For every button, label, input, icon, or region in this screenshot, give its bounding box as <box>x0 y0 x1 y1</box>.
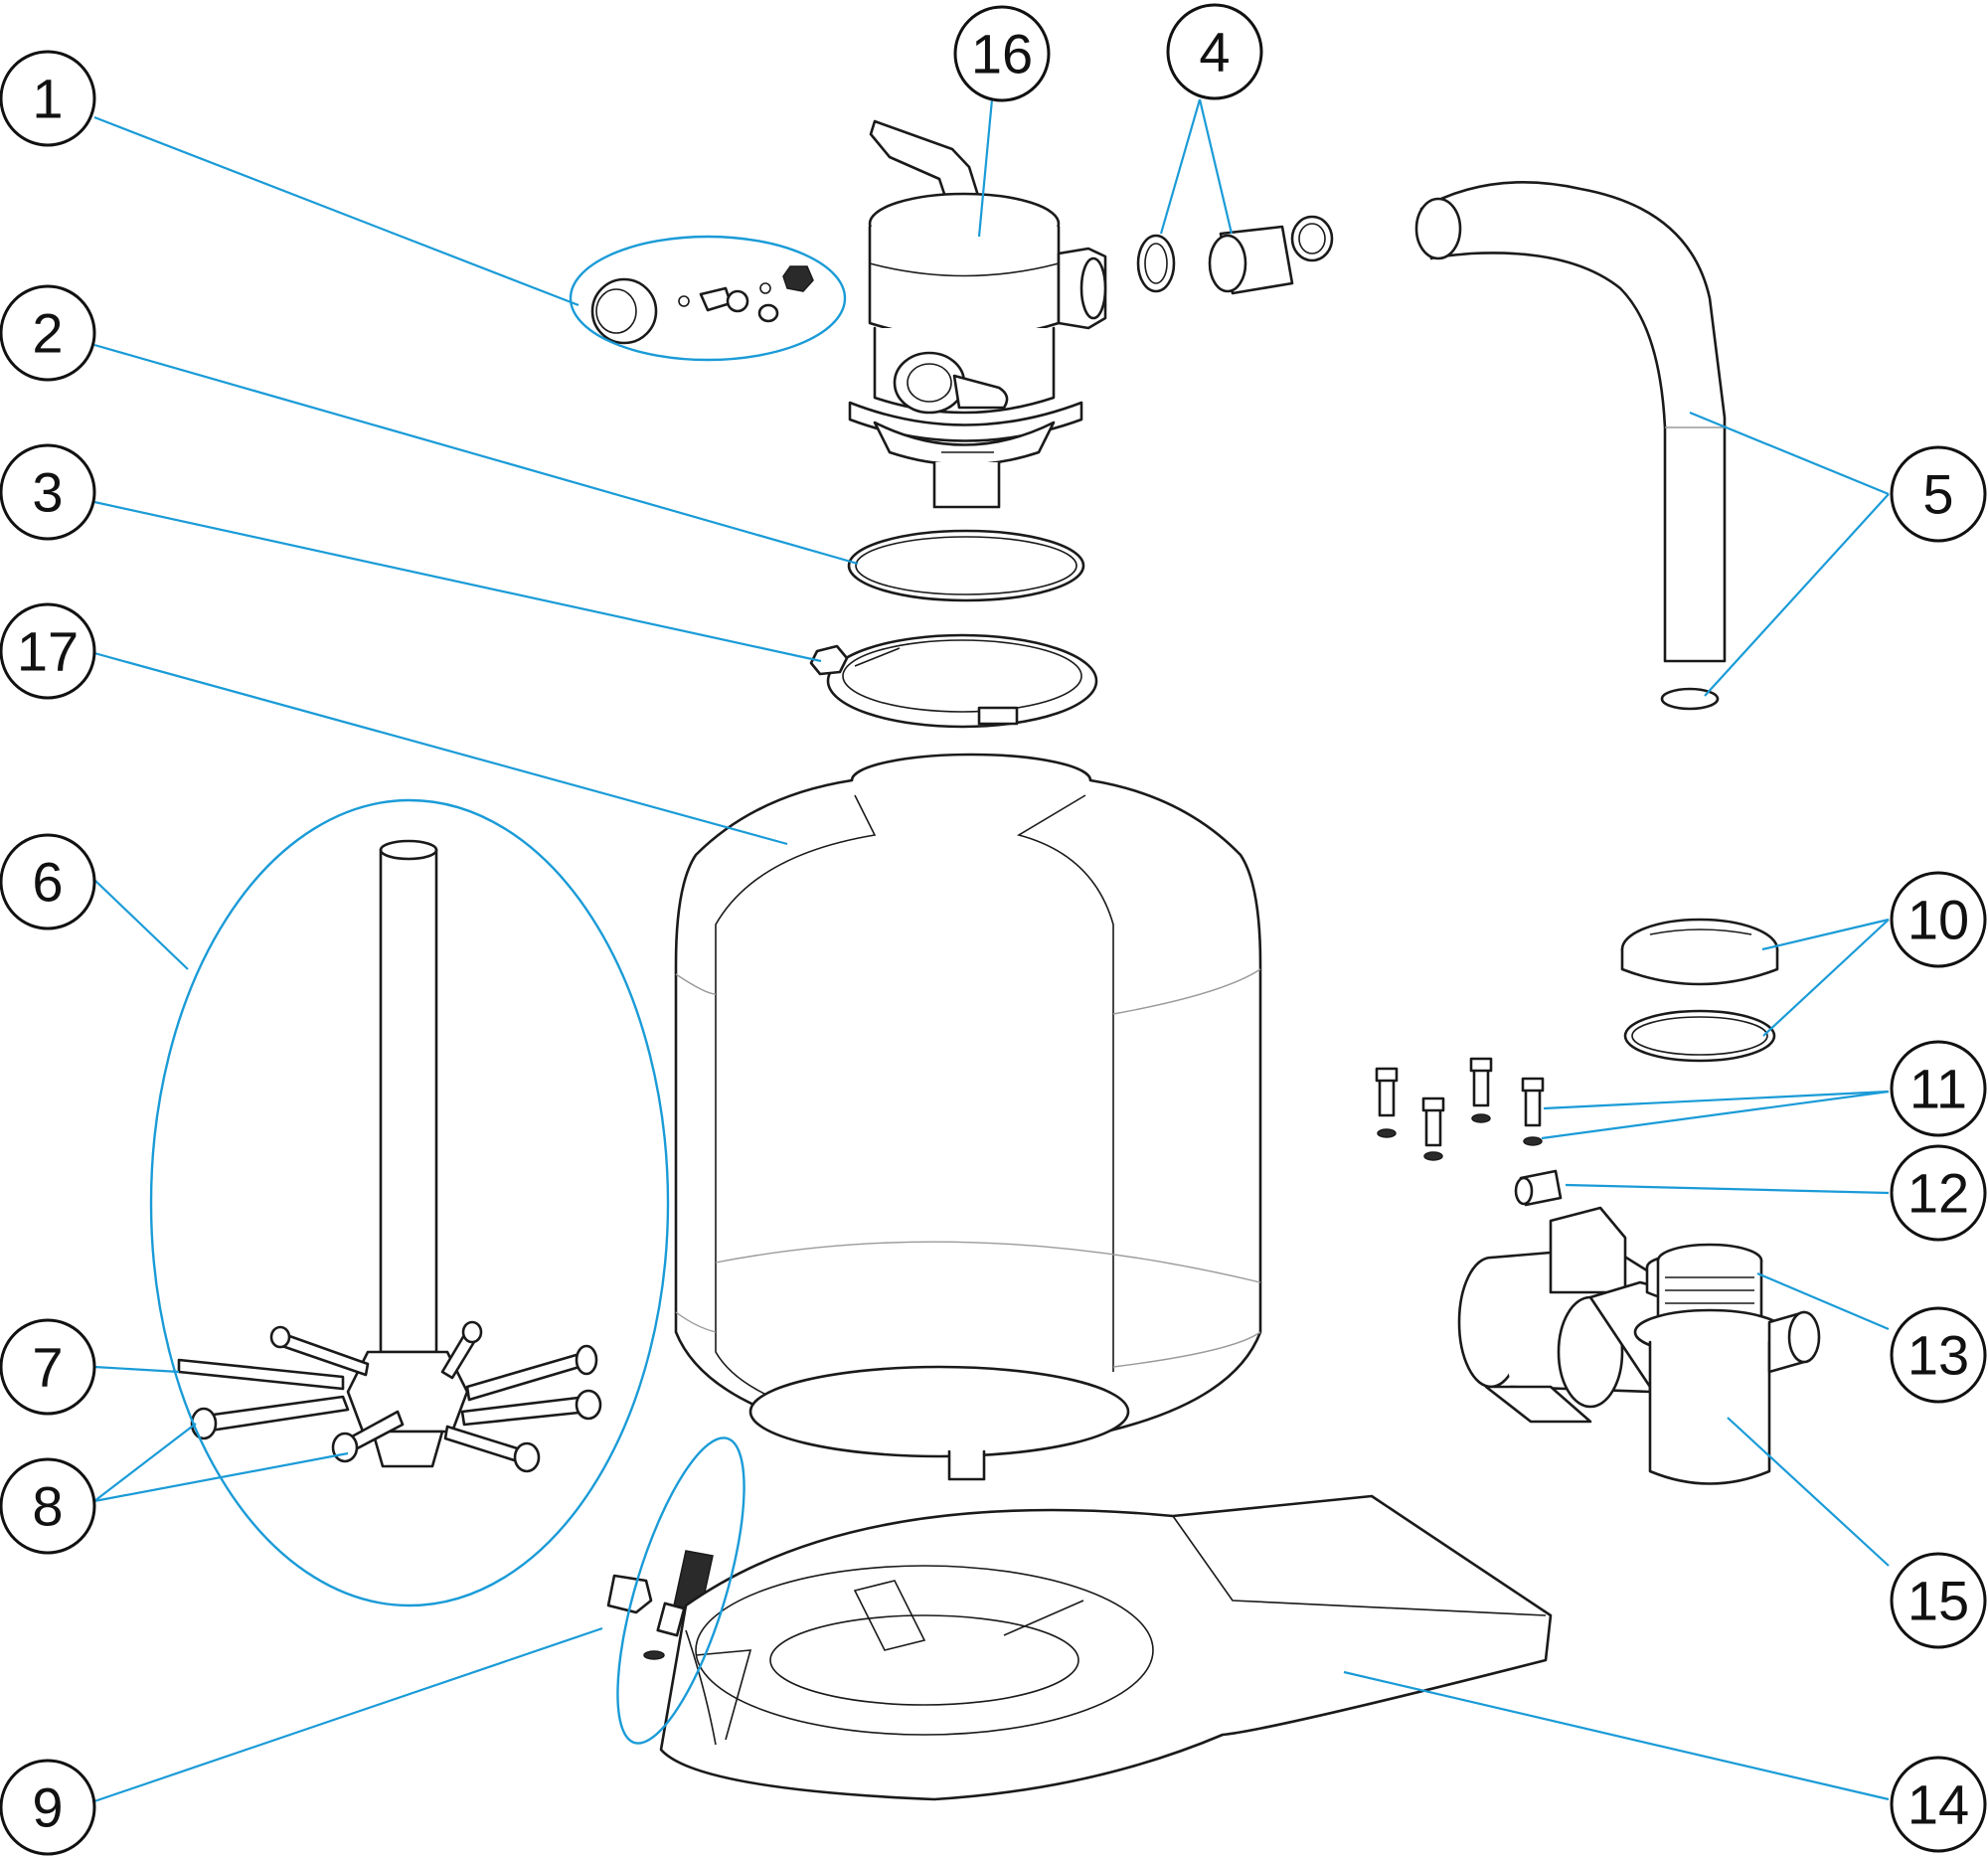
pump-lid-and-gasket <box>1620 918 1779 1063</box>
leader-lines <box>93 98 1890 1803</box>
tank-clamp <box>809 633 1098 729</box>
callout-9: 9 <box>0 1759 96 1856</box>
callout-3: 3 <box>0 443 96 541</box>
filter-base <box>659 1494 1553 1801</box>
filter-pump <box>1457 1206 1821 1485</box>
callout-5: 5 <box>1890 445 1987 543</box>
callout-2: 2 <box>0 284 96 382</box>
kit-group-outline <box>569 235 847 362</box>
callout-number: 9 <box>32 1776 63 1839</box>
valve-o-ring <box>847 529 1085 602</box>
callout-number: 7 <box>32 1336 63 1399</box>
callout-number: 1 <box>32 68 63 130</box>
pump-bolts <box>1375 1057 1545 1161</box>
callout-number: 14 <box>1907 1773 1969 1836</box>
pump-capacitor <box>1514 1169 1563 1207</box>
callout-7: 7 <box>0 1318 96 1416</box>
callout-number: 12 <box>1907 1162 1969 1225</box>
callout-number: 11 <box>1909 1058 1967 1120</box>
callout-number: 15 <box>1907 1570 1969 1632</box>
callout-number: 2 <box>32 302 63 365</box>
callout-number: 6 <box>32 851 63 914</box>
callout-15: 15 <box>1890 1552 1987 1649</box>
drain-group-outline <box>616 1436 746 1745</box>
callout-11: 11 <box>1890 1040 1987 1137</box>
callout-6: 6 <box>0 833 96 930</box>
lateral-group-outline <box>149 798 670 1607</box>
lateral-assembly <box>177 839 602 1473</box>
filter-tank <box>674 753 1262 1481</box>
drain-kit <box>606 1550 714 1660</box>
callout-10: 10 <box>1890 871 1987 968</box>
connection-hose <box>1414 181 1727 711</box>
callout-number: 13 <box>1907 1324 1969 1387</box>
callout-13: 13 <box>1890 1306 1987 1404</box>
callout-number: 8 <box>32 1475 63 1538</box>
valve-fittings <box>1136 215 1334 295</box>
callout-number: 16 <box>971 23 1033 85</box>
callout-16: 16 <box>953 5 1051 102</box>
multiport-valve <box>848 119 1107 509</box>
callout-8: 8 <box>0 1457 96 1555</box>
callout-4: 4 <box>1166 3 1263 100</box>
callout-number: 5 <box>1922 463 1953 526</box>
callout-number: 3 <box>32 461 63 524</box>
callout-12: 12 <box>1890 1144 1987 1242</box>
callout-number: 17 <box>17 620 79 683</box>
callout-17: 17 <box>0 602 96 700</box>
small-parts-kit <box>590 265 814 345</box>
callout-number: 10 <box>1907 889 1969 951</box>
callout-number: 4 <box>1199 21 1230 84</box>
callout-1: 1 <box>0 50 96 147</box>
callout-14: 14 <box>1890 1756 1987 1853</box>
